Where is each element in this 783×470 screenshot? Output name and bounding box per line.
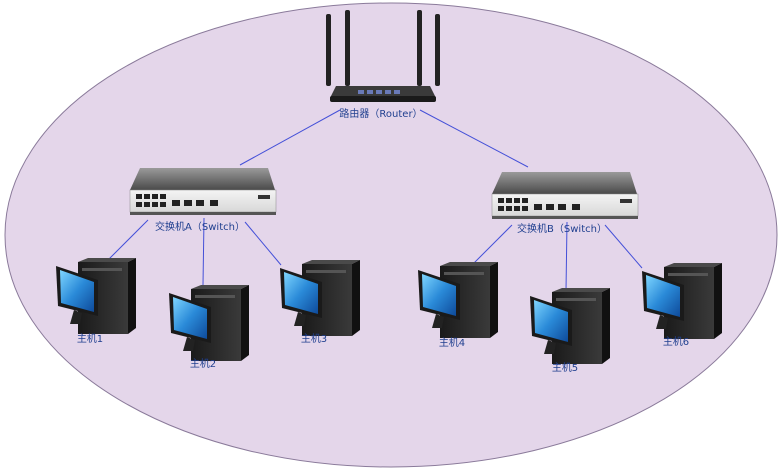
router-label: 路由器（Router） [339, 107, 422, 120]
host-4-icon [418, 262, 498, 338]
host-3-label: 主机3 [301, 332, 327, 345]
host-2-label: 主机2 [190, 357, 216, 370]
link-switch-b-host4 [471, 224, 513, 266]
host-2-icon [169, 285, 249, 361]
switch-a-icon [129, 168, 277, 215]
switch-a-label: 交换机A（Switch） [155, 220, 245, 233]
host-6-icon [642, 263, 722, 339]
host-3-icon [280, 260, 360, 336]
router-icon [326, 10, 440, 102]
link-switch-b-host5 [565, 221, 568, 292]
switch-b-label: 交换机B（Switch） [517, 222, 607, 235]
link-switch-b-host6 [604, 224, 643, 269]
link-switch-a-host3 [244, 221, 282, 266]
link-router-switch-b [419, 109, 529, 168]
host-5-label: 主机5 [552, 361, 578, 374]
host-5-icon [530, 288, 610, 364]
host-1-label: 主机1 [77, 332, 103, 345]
switch-b-icon [491, 172, 639, 219]
host-6-label: 主机6 [663, 335, 689, 348]
host-1-icon [56, 258, 136, 334]
host-4-label: 主机4 [439, 336, 465, 349]
link-switch-a-host2 [202, 217, 205, 286]
network-boundary-ellipse [4, 2, 778, 468]
link-switch-a-host1 [107, 219, 149, 261]
link-router-switch-a [239, 109, 341, 166]
links [107, 109, 643, 292]
